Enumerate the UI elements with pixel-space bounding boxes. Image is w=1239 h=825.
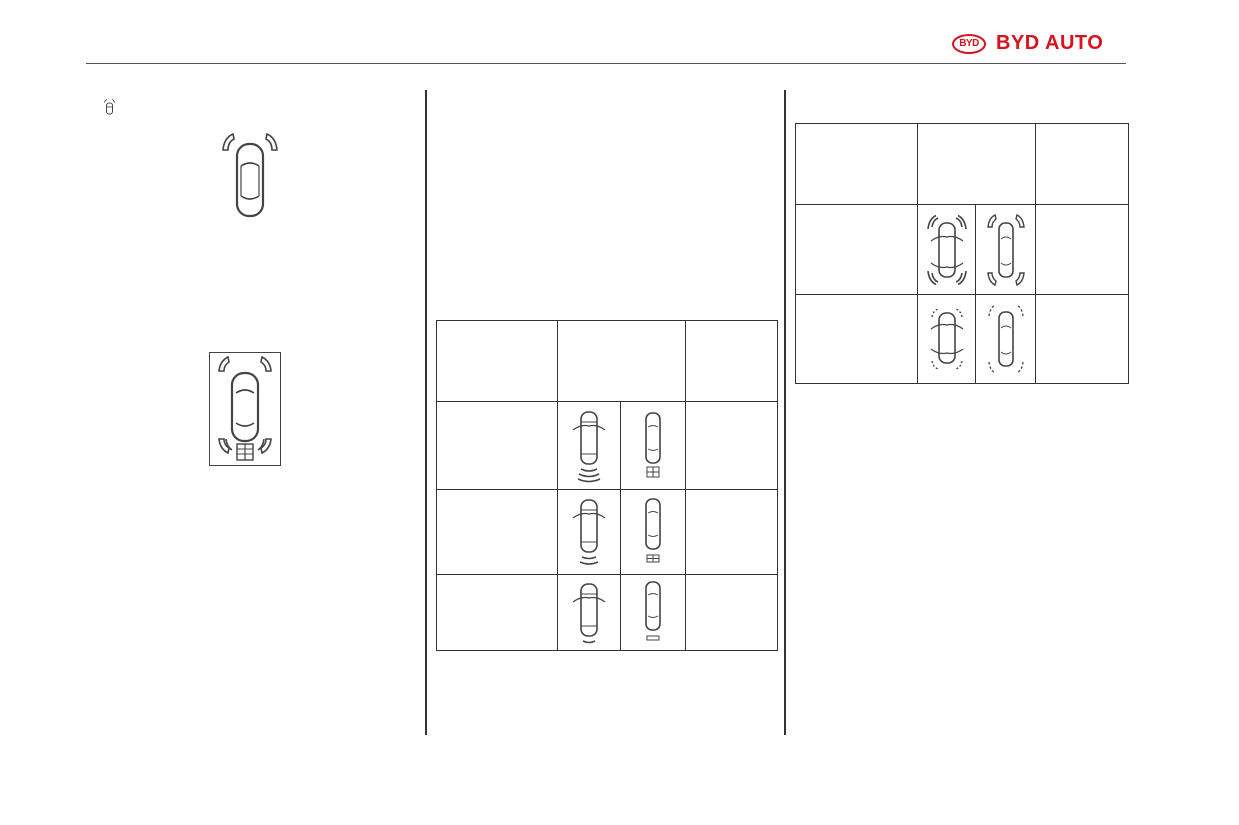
right-table (795, 123, 1129, 384)
table-row (795, 294, 1129, 384)
table-row (436, 401, 778, 490)
car-display-bars-icon (620, 401, 686, 490)
row-label (795, 204, 918, 295)
car-all-sensors-icon (917, 204, 976, 295)
car-corner-sensors-icon (975, 204, 1036, 295)
car-rear-arcs-icon (557, 574, 621, 651)
car-rear-arcs-icon (557, 489, 621, 575)
car-rear-arcs-icon (557, 401, 621, 490)
header-cell (557, 320, 686, 402)
table-header-row (795, 123, 1129, 205)
table-row (436, 574, 778, 651)
row-label (436, 401, 558, 490)
row-note (685, 401, 778, 490)
table-row (795, 204, 1129, 295)
parking-sensor-icon (100, 98, 120, 118)
column-divider-left (425, 90, 427, 735)
parking-radar-display-icon (209, 352, 281, 466)
header-cell (1035, 123, 1129, 205)
header-cell (436, 320, 558, 402)
header-cell (795, 123, 918, 205)
row-note (1035, 294, 1129, 384)
car-corner-sensors-dashed-icon (975, 294, 1036, 384)
header-cell (917, 123, 1036, 205)
brand-name: BYD AUTO (996, 32, 1104, 54)
car-display-bars-icon (620, 574, 686, 651)
row-label (795, 294, 918, 384)
car-display-bars-icon (620, 489, 686, 575)
brand-badge: BYD (952, 33, 986, 54)
car-all-sensors-dashed-icon (917, 294, 976, 384)
row-label (436, 489, 558, 575)
header-cell (685, 320, 778, 402)
row-label (436, 574, 558, 651)
row-note (685, 574, 778, 651)
middle-table (436, 320, 778, 651)
header-rule (86, 63, 1126, 64)
brand-logo: BYD BYD AUTO (952, 32, 1103, 55)
table-header-row (436, 320, 778, 402)
row-note (685, 489, 778, 575)
car-front-sensors-icon (210, 128, 290, 222)
row-note (1035, 204, 1129, 295)
table-row (436, 489, 778, 575)
column-divider-right (784, 90, 786, 735)
